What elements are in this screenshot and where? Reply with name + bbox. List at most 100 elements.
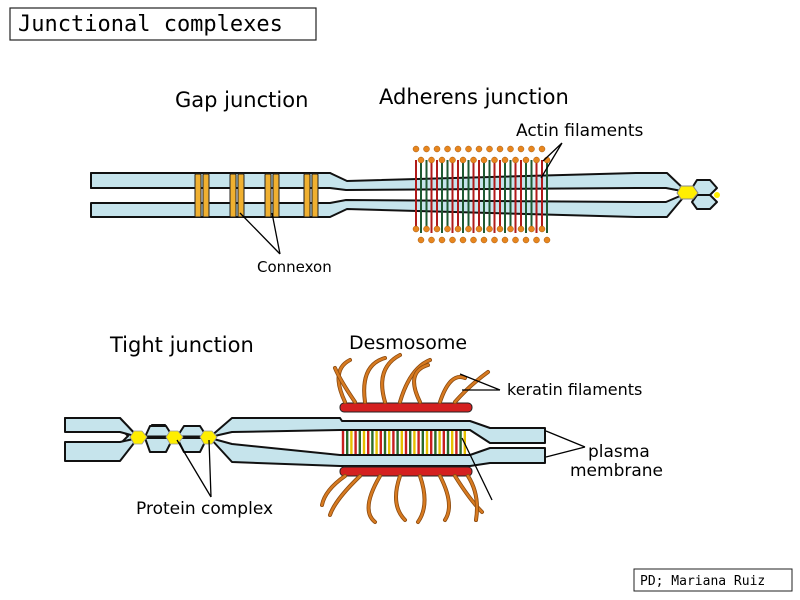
actin-dot bbox=[465, 225, 472, 233]
actin-dot bbox=[470, 236, 477, 244]
protein-complex-pointer bbox=[176, 439, 212, 498]
keratin-filament bbox=[320, 474, 347, 507]
tight-junction-label: Tight junction bbox=[109, 333, 254, 357]
actin-dot bbox=[533, 156, 540, 164]
connexon-icon bbox=[202, 173, 210, 218]
actin-dot bbox=[454, 225, 462, 233]
actin-dot bbox=[496, 225, 504, 233]
membrane-a-upper bbox=[90, 172, 688, 193]
desmosome-upper-membrane bbox=[209, 417, 546, 444]
actin-dot bbox=[533, 236, 540, 244]
keratin-pointer bbox=[459, 373, 501, 391]
desmosome-label: Desmosome bbox=[349, 332, 467, 354]
actin-pointer bbox=[540, 142, 563, 179]
actin-dot bbox=[528, 145, 535, 153]
actin-dot bbox=[438, 236, 446, 244]
actin-dot bbox=[470, 156, 477, 164]
connexon-icon bbox=[237, 173, 245, 218]
keratin-filament bbox=[453, 370, 490, 404]
actin-dot bbox=[417, 236, 425, 244]
desmosome-lower-membrane bbox=[209, 437, 546, 467]
plasma-label: plasma bbox=[588, 442, 650, 462]
actin-dot bbox=[496, 145, 504, 153]
protein-complexes bbox=[129, 430, 218, 445]
protein-complex-icon bbox=[676, 185, 699, 200]
actin-dot bbox=[538, 225, 546, 233]
actin-dot bbox=[512, 156, 519, 164]
actin-dot bbox=[428, 236, 435, 244]
actin-dot bbox=[438, 156, 446, 164]
plasma-membrane-pointer bbox=[545, 430, 586, 458]
actin-dot bbox=[465, 145, 472, 153]
actin-dot bbox=[475, 145, 483, 153]
tight-left-b bbox=[64, 437, 139, 462]
actin-dot bbox=[433, 145, 441, 153]
keratin-filament bbox=[328, 474, 362, 517]
dense-plaque-top bbox=[339, 402, 473, 413]
keratin-filament bbox=[438, 474, 451, 522]
protein-complex-icon bbox=[129, 430, 148, 445]
actin-dot bbox=[480, 156, 488, 164]
actin-dot bbox=[507, 225, 514, 233]
gap-junction-label: Gap junction bbox=[175, 88, 308, 112]
actin-dot bbox=[522, 156, 530, 164]
bottom-membranes bbox=[64, 417, 546, 467]
diagram-title: Junctional complexes bbox=[18, 12, 283, 37]
membrane-a-lower bbox=[90, 192, 688, 218]
top-membranes bbox=[90, 172, 720, 218]
keratin-filament bbox=[398, 358, 432, 404]
actin-dot bbox=[528, 225, 535, 233]
keratin-filament bbox=[363, 356, 387, 404]
connexon-icon bbox=[303, 173, 311, 218]
keratin-filament bbox=[394, 474, 407, 522]
desmosome-pointer bbox=[461, 437, 493, 501]
connexon-icon bbox=[272, 173, 280, 218]
actin-dot bbox=[444, 225, 451, 233]
actin-dot bbox=[512, 236, 519, 244]
keratin-filament bbox=[453, 474, 484, 514]
protein-complex-icon bbox=[165, 430, 184, 445]
actin-dot bbox=[412, 225, 420, 233]
desmosome bbox=[320, 353, 490, 524]
connexon-icon bbox=[311, 173, 319, 218]
actin-dot bbox=[454, 145, 462, 153]
actin-dot bbox=[480, 236, 488, 244]
tight-left-a bbox=[64, 417, 139, 438]
actin-dot bbox=[475, 225, 483, 233]
keratin-filament bbox=[367, 474, 382, 524]
actin-dot bbox=[423, 225, 430, 233]
dense-plaque-bottom bbox=[339, 466, 473, 477]
actin-dot bbox=[501, 236, 509, 244]
connexon-label: Connexon bbox=[257, 258, 332, 276]
actin-dot bbox=[412, 145, 420, 153]
actin-filaments bbox=[412, 145, 551, 244]
membrane-label: membrane bbox=[570, 461, 663, 481]
adherens-junction-label: Adherens junction bbox=[379, 85, 569, 109]
keratin-filament bbox=[380, 353, 402, 404]
actin-dot bbox=[507, 145, 514, 153]
actin-dot bbox=[417, 156, 425, 164]
actin-dot bbox=[501, 156, 509, 164]
next-cell-lower bbox=[691, 194, 718, 210]
actin-dot bbox=[444, 145, 451, 153]
actin-dot bbox=[517, 225, 525, 233]
connexon-icon bbox=[229, 173, 237, 218]
actin-dot bbox=[491, 156, 498, 164]
connexons bbox=[194, 173, 319, 218]
actin-dot bbox=[486, 225, 493, 233]
keratin-filament bbox=[333, 366, 357, 404]
actin-filaments-label: Actin filaments bbox=[516, 121, 644, 141]
actin-dot bbox=[486, 145, 493, 153]
actin-dot bbox=[449, 236, 456, 244]
keratin-filament bbox=[466, 474, 479, 522]
protein-complex-icon bbox=[714, 192, 720, 198]
actin-dot bbox=[459, 156, 467, 164]
credit-text: PD; Mariana Ruiz bbox=[640, 574, 765, 589]
actin-dot bbox=[538, 145, 546, 153]
actin-dot bbox=[428, 156, 435, 164]
actin-dot bbox=[491, 236, 498, 244]
keratin-filament bbox=[438, 375, 467, 404]
connexon-icon bbox=[264, 173, 272, 218]
connexon-pointer bbox=[239, 212, 281, 255]
